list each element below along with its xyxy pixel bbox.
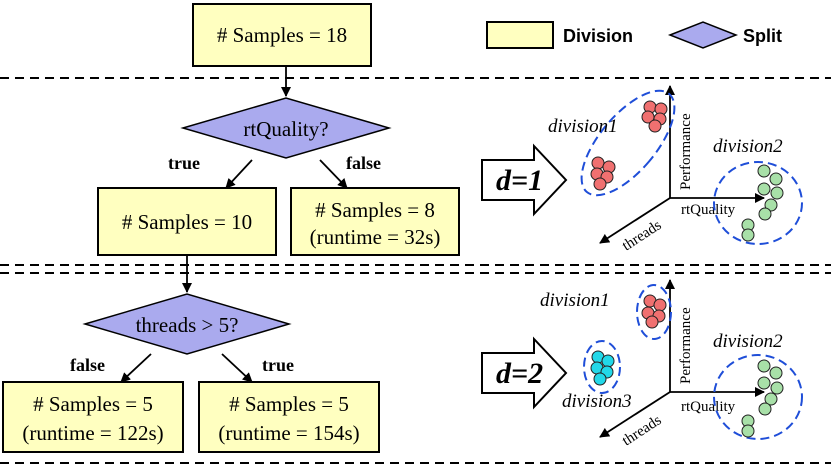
scatter-d1: d=1 Performance rtQuality threads divisi… xyxy=(481,85,803,254)
d2-point xyxy=(757,359,771,373)
node-root xyxy=(192,3,372,67)
d2-point xyxy=(653,298,667,312)
d2-division3-ellipse xyxy=(583,340,621,394)
d1-point xyxy=(770,186,784,200)
edge-split1-true xyxy=(225,159,253,189)
d1-point xyxy=(593,177,607,191)
d1-point xyxy=(764,198,778,212)
node-false-line1: # Samples = 8 xyxy=(315,198,435,222)
d2-point xyxy=(764,392,778,406)
d2-point xyxy=(741,424,755,438)
d1-axis-rtquality-label: rtQuality xyxy=(681,202,736,218)
legend-split-label: Split xyxy=(743,26,782,46)
split-threads xyxy=(82,293,292,355)
leaf-true-line1: # Samples = 5 xyxy=(229,392,349,416)
node-true-label: # Samples = 10 xyxy=(122,210,252,234)
d1-division1-ellipse xyxy=(580,89,676,197)
leaf-false-line1: # Samples = 5 xyxy=(33,392,153,416)
d2-point xyxy=(758,402,772,416)
d1-division1-label: division1 xyxy=(548,116,618,137)
edge-label-false-2: false xyxy=(70,355,105,375)
arrow-d2 xyxy=(481,336,568,410)
legend: Division Split xyxy=(486,21,782,49)
edge-label-true-1: true xyxy=(168,153,200,173)
node-true xyxy=(97,187,277,256)
leaf-false-line2: (runtime = 122s) xyxy=(22,421,163,445)
d2-axis-rtquality-label: rtQuality xyxy=(681,399,736,415)
d1-point xyxy=(757,164,771,178)
d2-point xyxy=(769,366,783,380)
legend-division-label: Division xyxy=(563,26,633,46)
split-rtquality xyxy=(180,97,392,159)
split-rtquality-label: rtQuality? xyxy=(243,117,328,141)
d2-division1-ellipse xyxy=(636,284,672,340)
d2-division1-label: division1 xyxy=(540,290,610,311)
split-threads-label: threads > 5? xyxy=(136,313,239,337)
edge-label-false-1: false xyxy=(346,153,381,173)
edge-split1-false xyxy=(319,159,348,189)
d1-label: d=1 xyxy=(496,164,543,197)
d2-point xyxy=(593,372,607,386)
leaf-true xyxy=(198,381,380,453)
d1-point xyxy=(741,228,755,242)
node-false xyxy=(290,187,460,256)
leaf-true-line2: (runtime = 154s) xyxy=(218,421,359,445)
d1-axis-threads xyxy=(599,197,671,244)
d2-point xyxy=(601,354,615,368)
d2-axis-threads xyxy=(599,391,671,438)
edge-split2-false xyxy=(120,353,152,383)
arrow-d1 xyxy=(481,143,568,217)
d2-division3-label: division3 xyxy=(562,391,632,412)
d2-division2-ellipse xyxy=(713,354,803,440)
node-root-label: # Samples = 18 xyxy=(217,23,347,47)
d2-point xyxy=(770,381,784,395)
d2-division2-label: division2 xyxy=(713,331,783,352)
d2-label: d=2 xyxy=(496,357,543,390)
edge-split2-true xyxy=(221,353,253,383)
legend-split-swatch xyxy=(667,21,739,49)
leaf-false xyxy=(2,381,184,453)
d1-point xyxy=(648,119,662,133)
d1-point xyxy=(757,182,771,196)
d2-point xyxy=(645,315,659,329)
edge-label-true-2: true xyxy=(262,355,294,375)
d1-point xyxy=(758,207,772,221)
d2-axis-performance-label: Performance xyxy=(678,307,694,384)
d1-point xyxy=(591,156,605,170)
d1-division2-ellipse xyxy=(713,161,803,245)
d1-axis-threads-label: threads xyxy=(619,217,664,254)
d1-division2-label: division2 xyxy=(713,136,783,157)
d1-axis-performance-label: Performance xyxy=(678,113,694,190)
node-false-line2: (runtime = 32s) xyxy=(310,225,441,249)
scatter-d2: d=2 Performance rtQuality threads divisi… xyxy=(481,279,803,449)
d2-point xyxy=(757,376,771,390)
d1-point xyxy=(769,172,783,186)
d2-axis-threads-label: threads xyxy=(619,412,664,449)
legend-division-swatch xyxy=(486,21,554,49)
